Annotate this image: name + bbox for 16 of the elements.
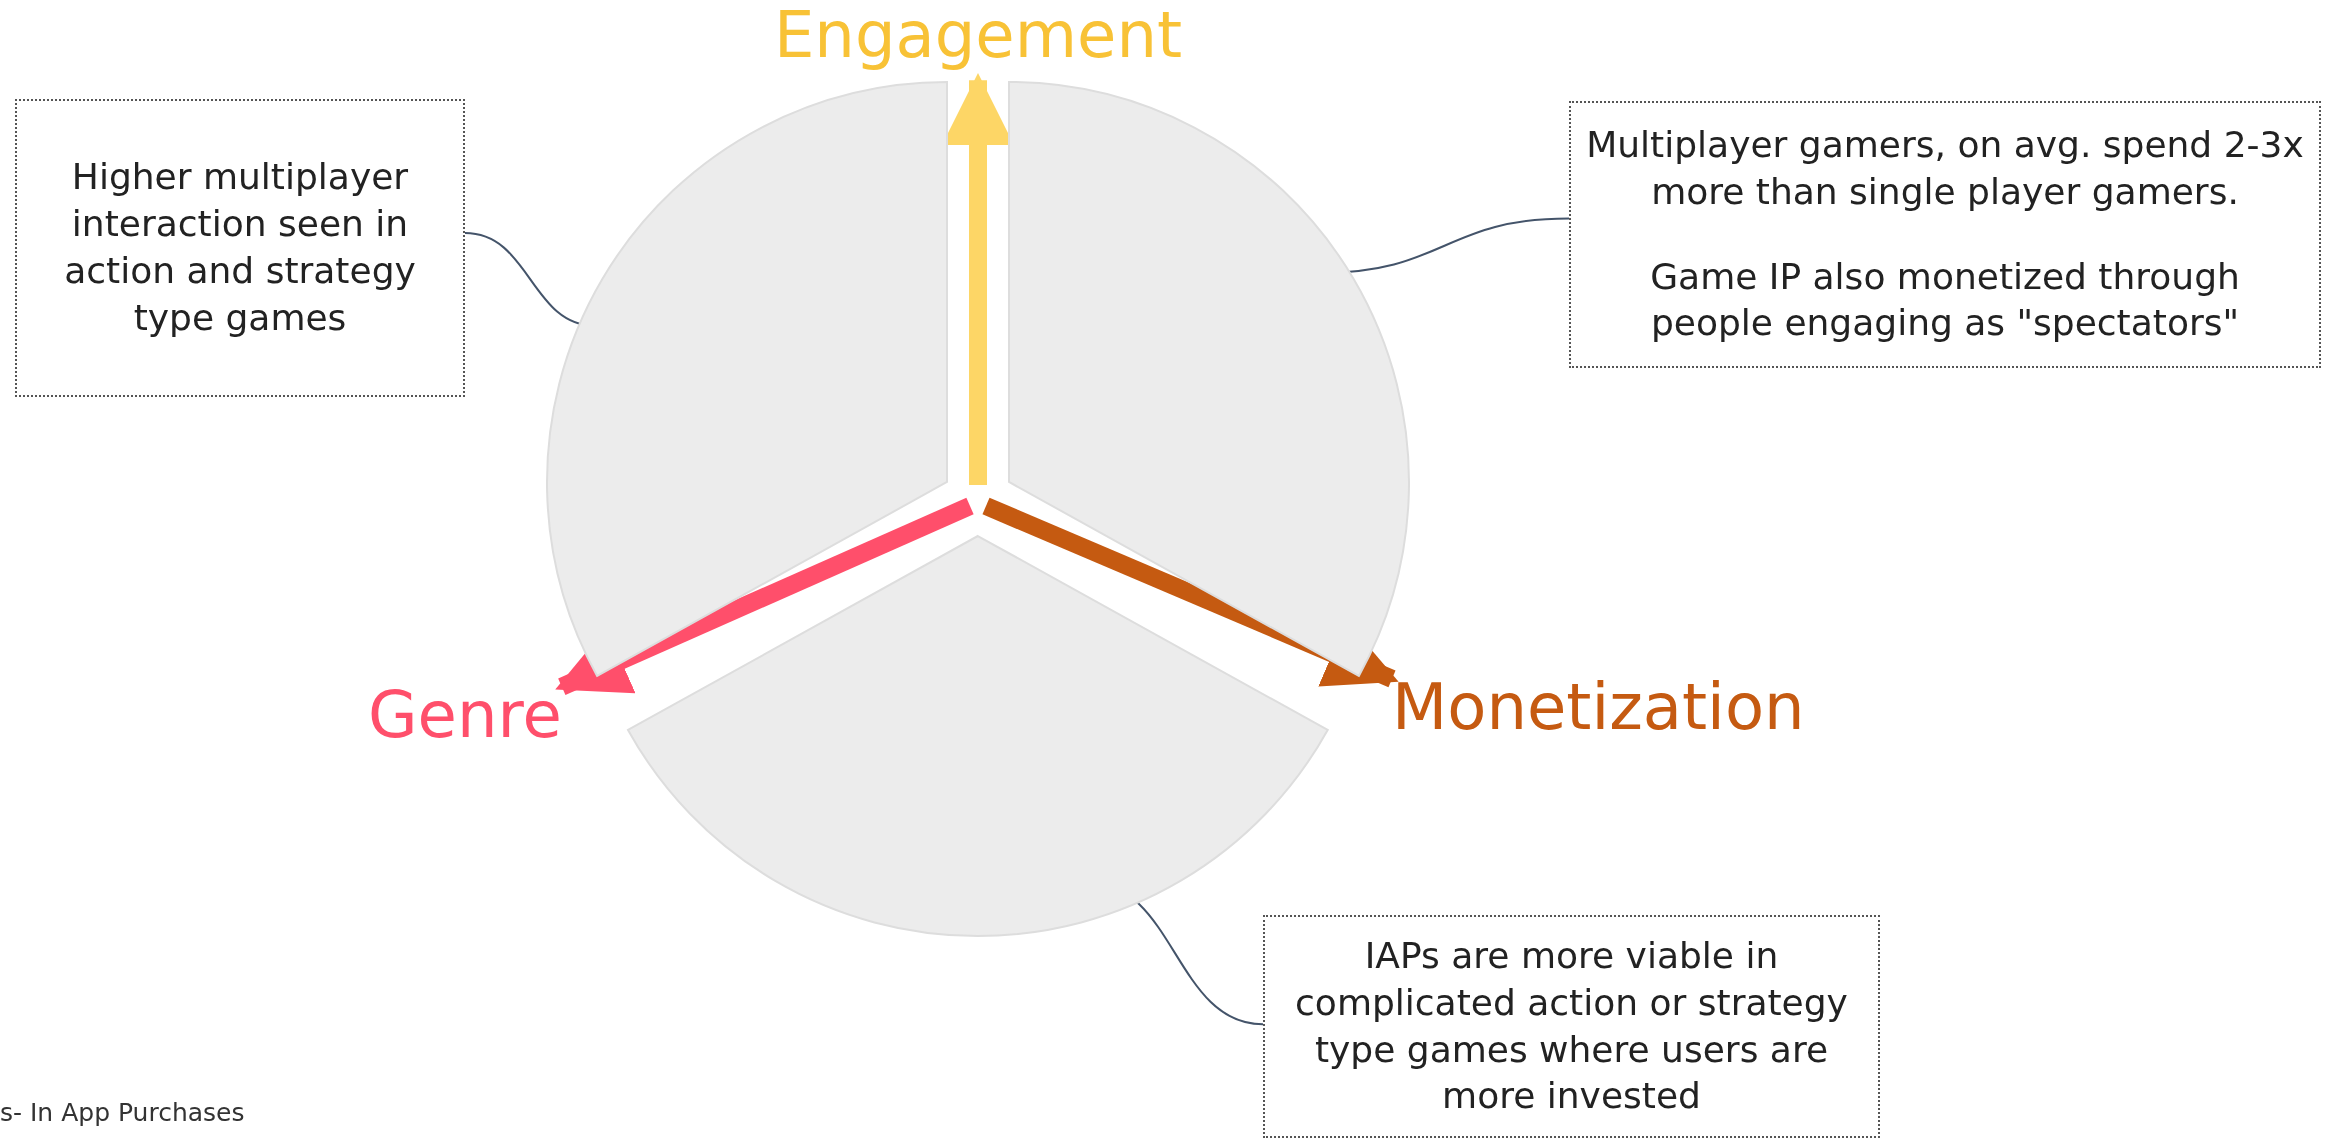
arrow — [982, 497, 1399, 688]
callout-box — [1263, 915, 1880, 1138]
callout-box — [1569, 101, 2321, 368]
pie-segment — [544, 79, 949, 678]
callout-text: Multiplayer gamers, on avg. spend 2-3x more than single player gamers. — [1585, 122, 2305, 214]
pie-segment — [626, 534, 1330, 938]
callout-text: Game IP also monetized through people engaging as "spectators" — [1649, 254, 2241, 346]
footnote-text: s- In App Purchases — [0, 1098, 245, 1127]
callout-text: Higher multiplayer interaction seen in action and strategy type games — [63, 155, 417, 340]
callout-text: IAPs are more viable in complicated action or strategy type games where users are more invested — [1294, 933, 1849, 1119]
category-label: Monetization — [1392, 672, 1805, 743]
arrow — [555, 497, 974, 695]
category-label: Genre — [368, 680, 562, 751]
pie-segment — [1007, 79, 1411, 678]
callout-box — [15, 99, 465, 397]
category-label: Engagement — [773, 0, 1183, 71]
